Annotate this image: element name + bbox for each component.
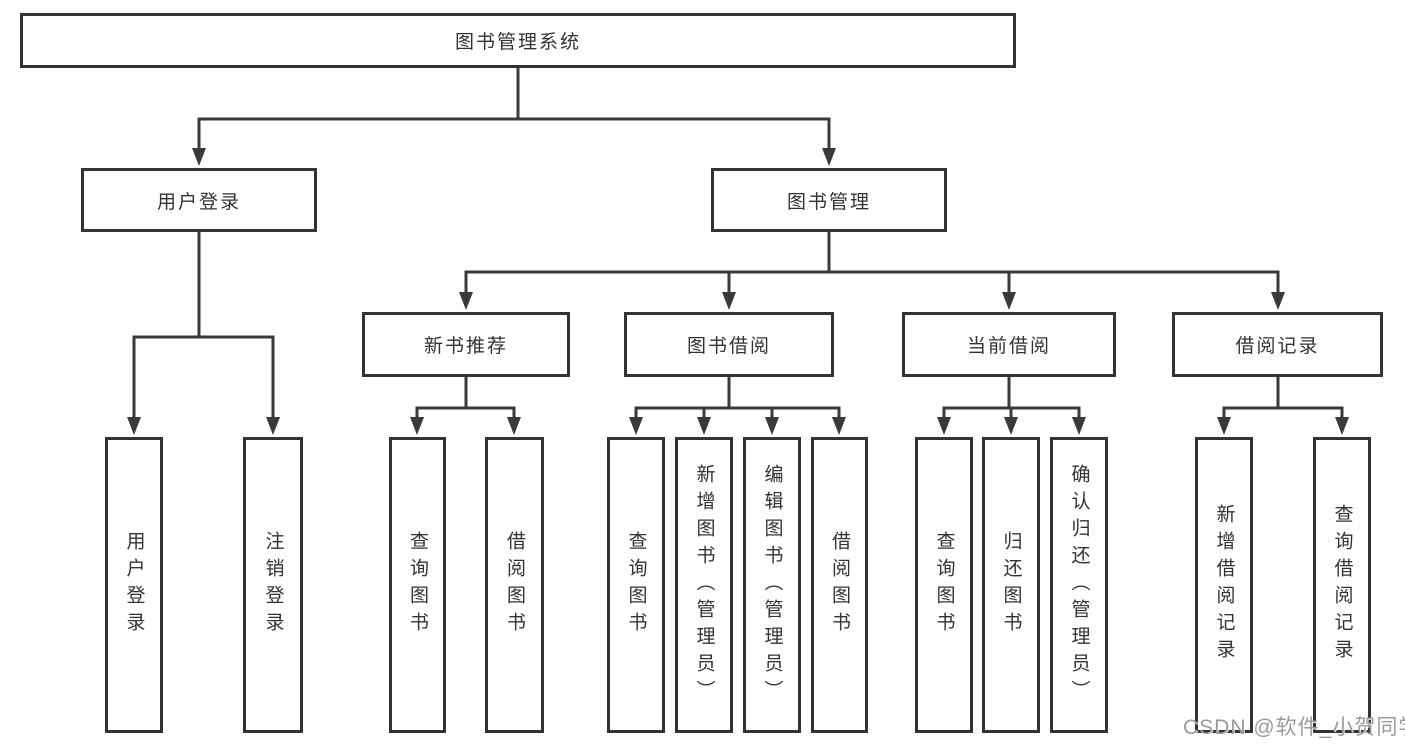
leaf-edit-book-admin: 编辑图书（管理员） — [743, 437, 801, 733]
leaf-confirm-return-admin: 确认归还（管理员） — [1050, 437, 1108, 733]
leaf-return-books: 归还图书 — [982, 437, 1040, 733]
leaf-query-borrow-record: 查询借阅记录 — [1313, 437, 1371, 733]
leaf-borrow-books: 借阅图书 — [811, 437, 868, 733]
leaf-borrow-books: 借阅图书 — [485, 437, 544, 733]
node-library-management-system: 图书管理系统 — [20, 13, 1016, 68]
leaf-add-book-admin: 新增图书（管理员） — [675, 437, 733, 733]
node-new-book-recommendation: 新书推荐 — [362, 312, 570, 377]
leaf-add-borrow-record: 新增借阅记录 — [1195, 437, 1253, 733]
leaf-user-login: 用户登录 — [105, 437, 163, 733]
leaf-query-books: 查询图书 — [915, 437, 973, 733]
node-book-borrowing: 图书借阅 — [624, 312, 834, 377]
node-book-management: 图书管理 — [711, 168, 947, 232]
node-current-borrowing: 当前借阅 — [902, 312, 1116, 377]
watermark: CSDN @软件_小贺同学 — [1183, 716, 1405, 739]
node-user-login: 用户登录 — [81, 168, 317, 232]
leaf-query-books: 查询图书 — [607, 437, 665, 733]
leaf-logout: 注销登录 — [243, 437, 303, 733]
leaf-query-books: 查询图书 — [389, 437, 446, 733]
node-borrowing-records: 借阅记录 — [1172, 312, 1383, 377]
arrowheads — [127, 148, 1349, 435]
